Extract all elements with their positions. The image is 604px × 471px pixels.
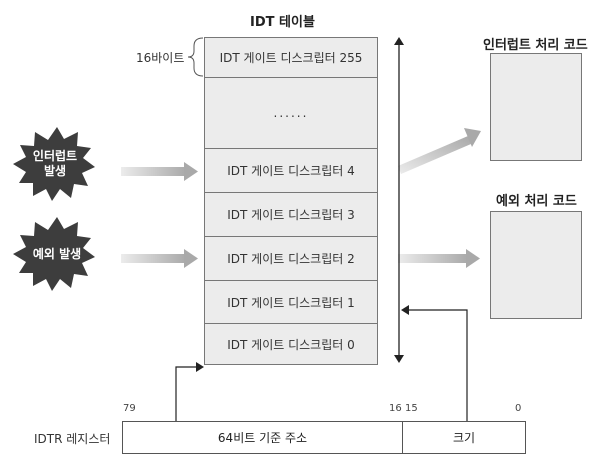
exception-to-idt-arrow <box>121 249 198 268</box>
base-address-connector <box>175 362 204 421</box>
interrupt-event-label: 인터럽트 발생 <box>32 149 78 178</box>
bit-15-label: 15 <box>405 403 418 414</box>
idt-table-title: IDT 테이블 <box>250 15 315 30</box>
idt-entry-2: IDT 게이트 디스크립터 2 <box>204 236 378 281</box>
idtr-register-label: IDTR 레지스터 <box>34 432 111 446</box>
exception-burst-shape <box>13 217 95 291</box>
idt-entry-3: IDT 게이트 디스크립터 3 <box>204 192 378 237</box>
table-size-arrow <box>394 37 404 363</box>
idt-entry-4: IDT 게이트 디스크립터 4 <box>204 148 378 193</box>
limit-field: 크기 <box>402 421 526 454</box>
idt-entry-1: IDT 게이트 디스크립터 1 <box>204 280 378 324</box>
size-label: 16바이트 <box>136 51 185 65</box>
interrupt-handler-box <box>490 53 582 161</box>
size-brace <box>187 37 204 77</box>
base-address-field: 64비트 기준 주소 <box>122 421 403 454</box>
bit-79-label: 79 <box>123 403 136 414</box>
bit-0-label: 0 <box>515 403 522 414</box>
exception-handler-box <box>490 211 582 319</box>
idt-entry-255: IDT 게이트 디스크립터 255 <box>204 37 378 78</box>
idt-to-interrupt-handler-arrow <box>398 128 481 174</box>
interrupt-burst-shape <box>13 127 95 201</box>
interrupt-handler-title: 인터럽트 처리 코드 <box>483 38 588 53</box>
exception-event-label: 예외 발생 <box>32 247 82 261</box>
idt-entry-0: IDT 게이트 디스크립터 0 <box>204 323 378 365</box>
idt-to-exception-handler-arrow <box>398 249 480 268</box>
bit-16-label: 16 <box>389 403 402 414</box>
idt-entry-ellipsis: ...... <box>204 77 378 149</box>
exception-handler-title: 예외 처리 코드 <box>496 194 577 209</box>
limit-connector <box>401 305 468 421</box>
interrupt-to-idt-arrow <box>121 162 198 181</box>
